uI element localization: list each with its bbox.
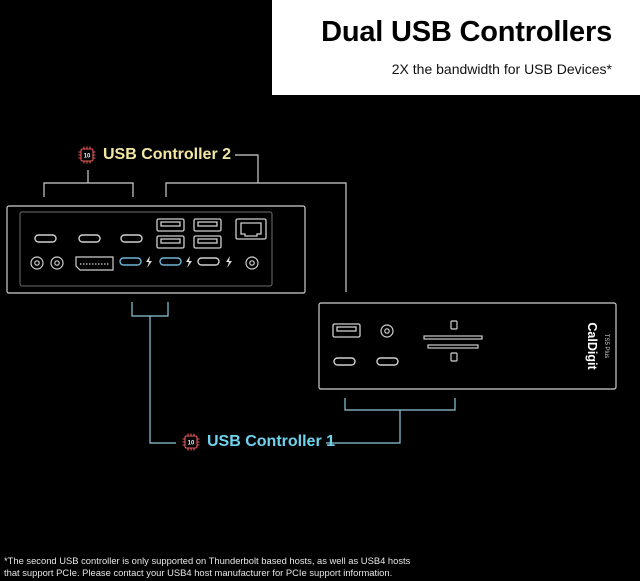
model-label: TS5 Plus (603, 334, 609, 358)
svg-text:10: 10 (188, 440, 195, 446)
controller-1-bracket (131, 302, 456, 444)
rear-usb-c-port-lower (197, 257, 220, 266)
controller-2-text: USB Controller 2 (103, 146, 232, 163)
rear-ethernet-port (235, 218, 267, 240)
controller-2-label: 10 USB Controller 2 (77, 145, 231, 165)
page-title: Dual USB Controllers (321, 16, 612, 48)
front-panel (318, 302, 617, 390)
front-usb-a-port (332, 323, 361, 338)
front-branding: CalDigit TS5 Plus (585, 322, 609, 370)
front-audio-jack (380, 324, 394, 338)
title-box: Dual USB Controllers 2X the bandwidth fo… (272, 0, 640, 95)
controller-2-bracket (43, 154, 347, 292)
rear-usb-c-port (34, 234, 143, 243)
rear-thunderbolt-port (119, 257, 182, 266)
page-subtitle: 2X the bandwidth for USB Devices* (391, 61, 612, 77)
controller-1-label: 10 USB Controller 1 (181, 432, 335, 452)
front-sd-card-slot (423, 320, 483, 362)
footnote-line-2: that support PCIe. Please contact your U… (4, 567, 393, 578)
controller-1-text: USB Controller 1 (207, 433, 336, 450)
chip-icon: 10 (78, 146, 96, 164)
footnote-line-1: *The second USB controller is only suppo… (4, 555, 411, 566)
rear-displayport (75, 256, 114, 271)
chip-icon: 10 (182, 433, 200, 451)
footnote: *The second USB controller is only suppo… (4, 555, 640, 579)
rear-panel (6, 205, 306, 294)
thunderbolt-icon (146, 256, 232, 268)
rear-audio-jack (30, 256, 259, 270)
rear-usb-a-port (156, 218, 222, 249)
brand-logo-text: CalDigit (585, 322, 599, 370)
front-usb-c-port (333, 357, 399, 366)
svg-text:10: 10 (84, 153, 91, 159)
